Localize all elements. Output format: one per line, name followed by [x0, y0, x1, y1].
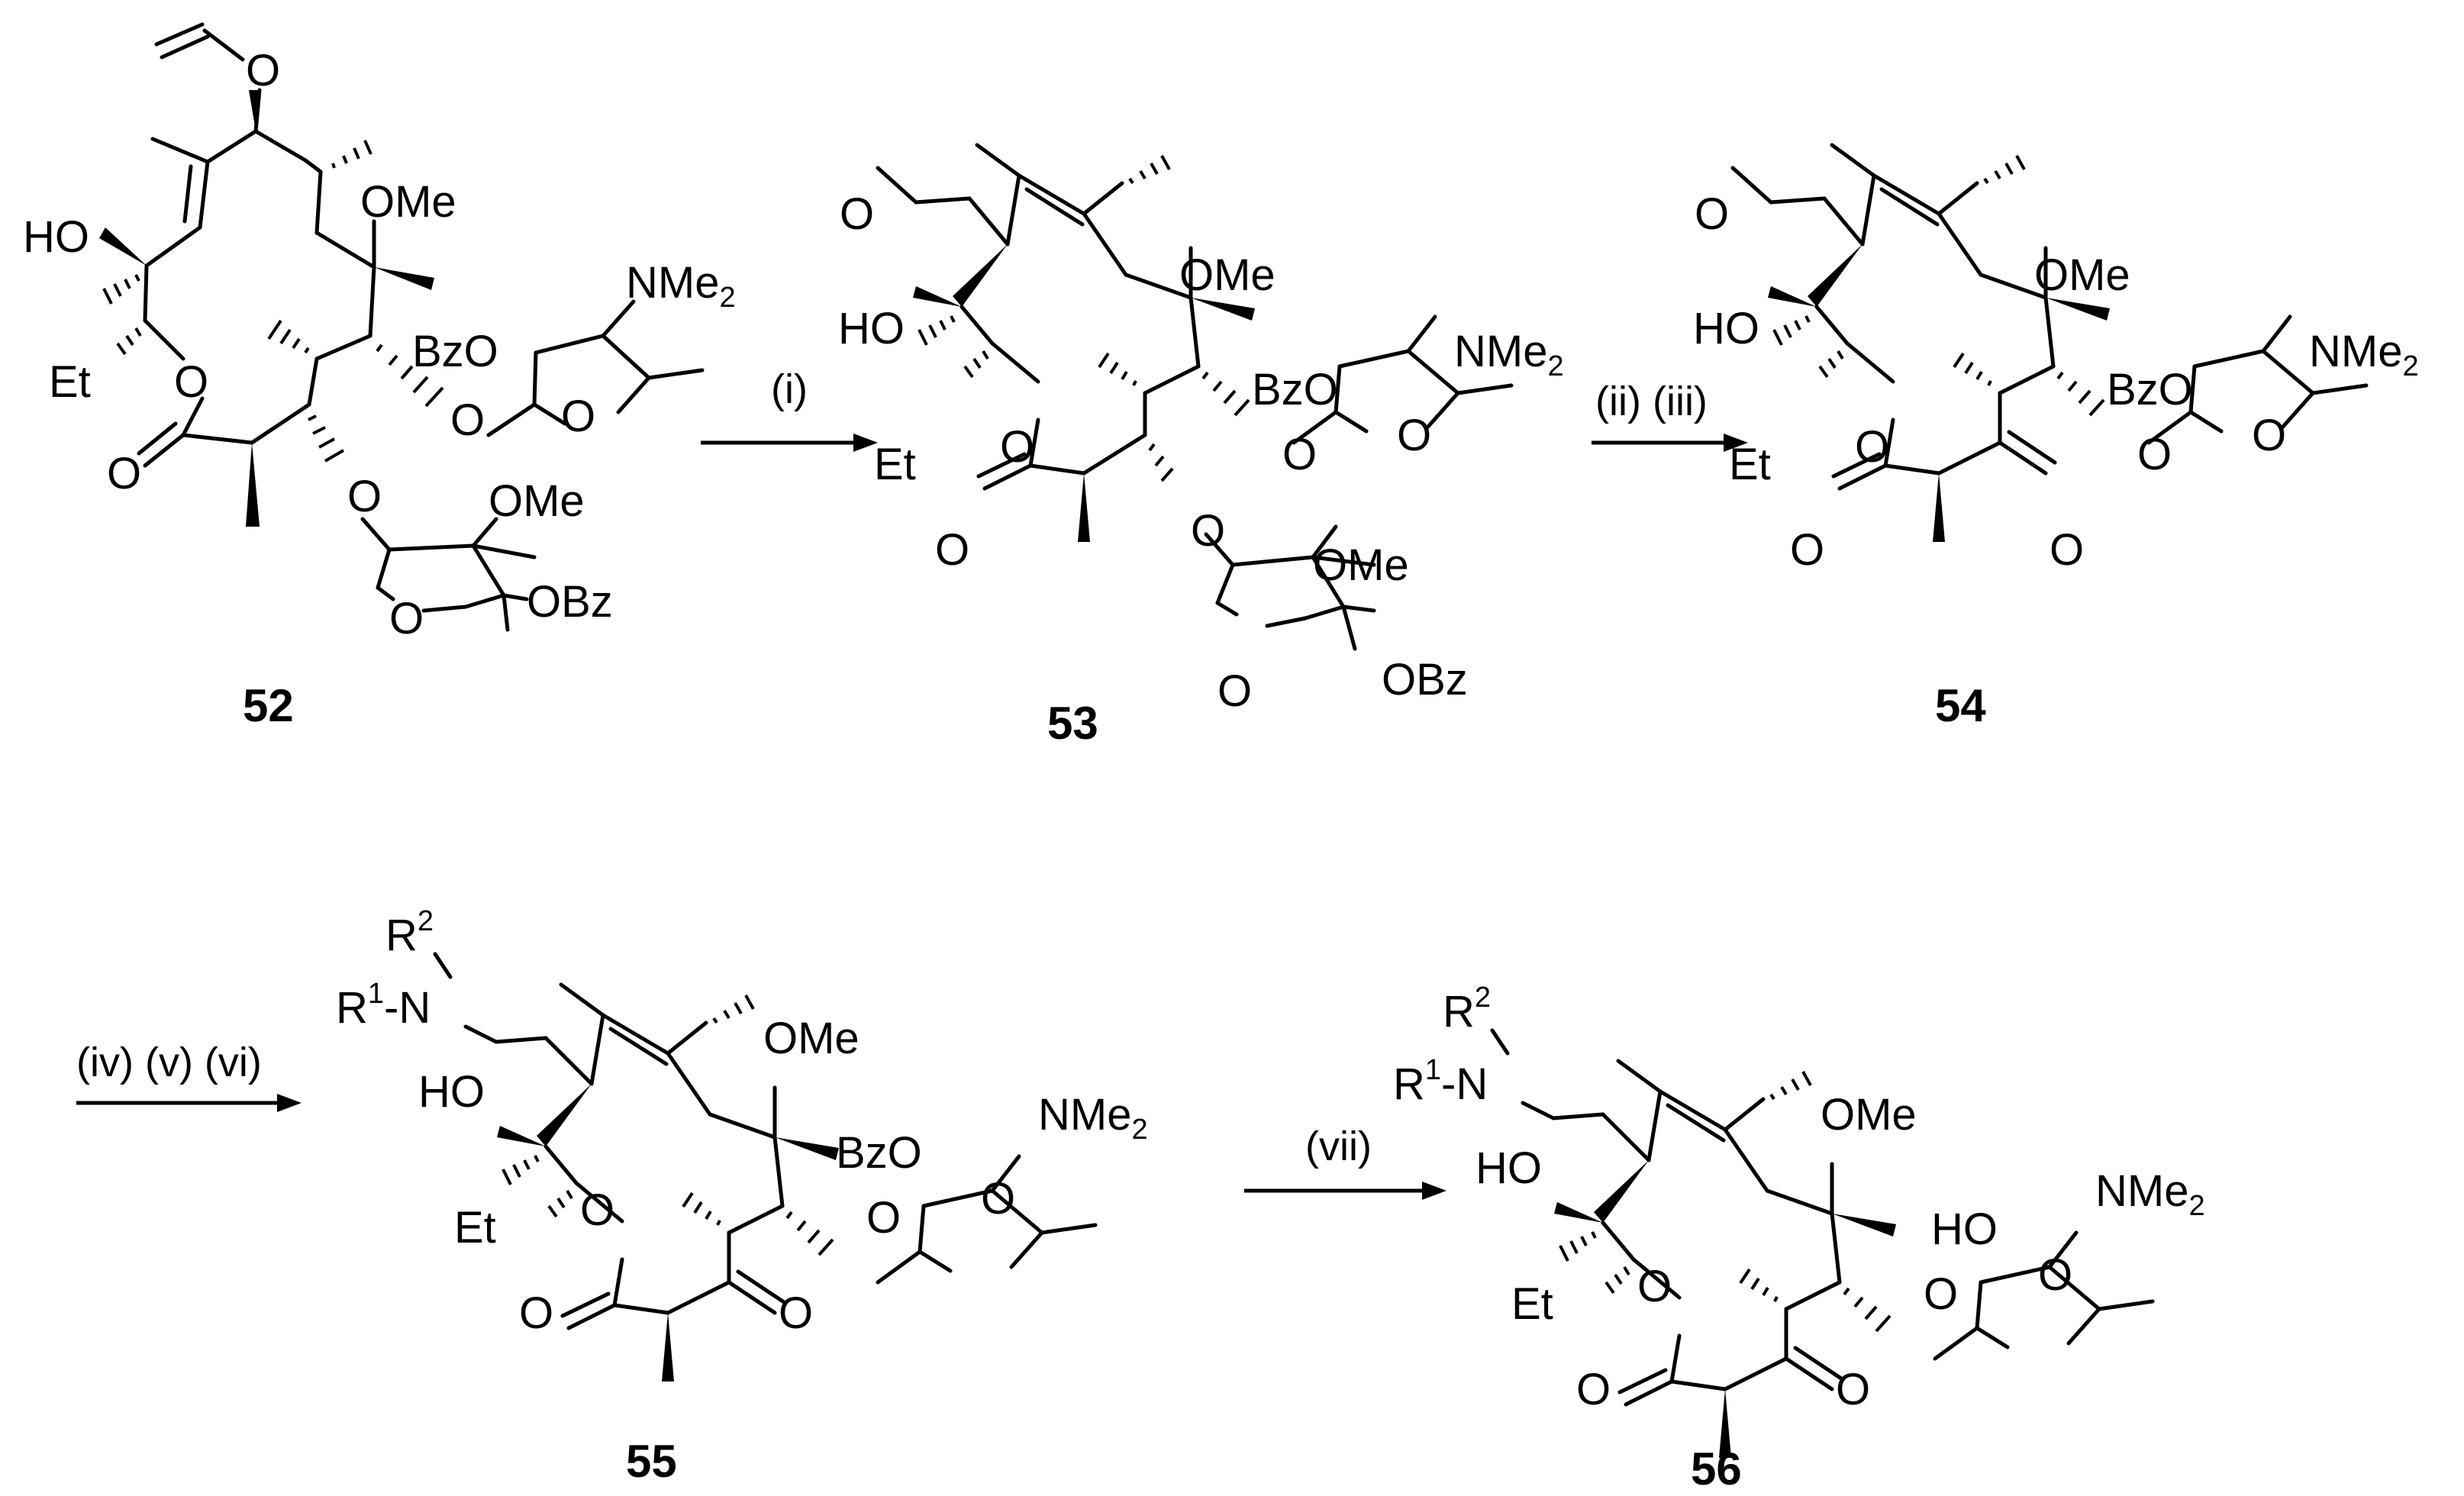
atom-o: O — [347, 472, 382, 521]
atom-o: O — [1924, 1269, 1958, 1319]
atom-o: O — [1397, 411, 1431, 460]
atom-o: O — [107, 449, 141, 498]
atom-o: O — [1695, 189, 1729, 239]
atom-et: Et — [874, 440, 916, 489]
atom-ho: HO — [1931, 1204, 1998, 1254]
atom-bzo: BzO — [836, 1128, 922, 1178]
compound-label-56: 56 — [1691, 1443, 1742, 1494]
atom-bzo: BzO — [412, 327, 498, 376]
atom-et: Et — [454, 1203, 496, 1253]
arrow-step-vii: (vii) — [1244, 1124, 1446, 1200]
atom-o: O — [2050, 525, 2084, 575]
atom-o: O — [935, 525, 969, 575]
atom-o: O — [1790, 525, 1824, 575]
atom-o: O — [840, 189, 874, 239]
compound-label-53: 53 — [1047, 698, 1098, 749]
atom-o: O — [866, 1193, 901, 1243]
compound-52-labels: O OMe HO Et O O NMe2 BzO O O O OMe OBz O — [23, 46, 736, 643]
atom-ome: OMe — [489, 476, 585, 526]
compound-52 — [99, 22, 705, 632]
compound-label-52: 52 — [243, 680, 294, 731]
atom-ho: HO — [418, 1067, 485, 1117]
atom-ho: HO — [1475, 1143, 1542, 1193]
atom-nme: NMe2 — [2309, 327, 2419, 382]
atom-ho: HO — [23, 212, 89, 262]
compound-55 — [433, 952, 1098, 1382]
atom-obz: OBz — [1382, 655, 1468, 704]
atom-o: O — [1576, 1365, 1611, 1414]
atom-o: O — [1217, 666, 1252, 716]
atom-o: O — [1836, 1365, 1870, 1414]
atom-o: O — [1282, 430, 1317, 479]
atom-bzo: BzO — [1252, 365, 1338, 414]
arrow-label-i: (i) — [771, 366, 808, 412]
arrow-step-ii-iii: (ii) (iii) — [1592, 379, 1748, 452]
atom-o: O — [389, 594, 424, 643]
atom-ome: OMe — [1313, 540, 1409, 590]
atom-r1-n: R1-N — [1393, 1054, 1488, 1109]
atom-o: O — [2137, 430, 2172, 479]
arrow-step-iv-v-vi: (iv) (v) (vi) — [76, 1040, 302, 1112]
atom-ome: OMe — [763, 1014, 859, 1063]
atom-o: O — [2038, 1250, 2072, 1300]
atom-o: O — [519, 1288, 553, 1338]
atom-o: O — [2252, 411, 2286, 460]
atom-o: O — [174, 357, 208, 407]
compound-label-55: 55 — [626, 1436, 677, 1487]
atom-o: O — [580, 1185, 614, 1235]
atom-r2: R2 — [1443, 982, 1491, 1037]
compound-53-labels: O OMe HO Et O O NMe2 BzO O O O OMe OBz O — [838, 189, 1564, 716]
atom-nme: NMe2 — [626, 258, 736, 314]
atom-o: O — [450, 395, 485, 445]
atom-o: O — [1191, 506, 1225, 556]
atom-et: Et — [49, 357, 91, 407]
atom-bzo: BzO — [2107, 365, 2193, 414]
atom-ho: HO — [1693, 304, 1759, 353]
atom-r1-n: R1-N — [336, 978, 431, 1033]
compound-55-labels: R2 R1-N OMe HO Et O O O NMe2 BzO O O — [336, 905, 1148, 1338]
compound-label-54: 54 — [1935, 680, 1986, 731]
compound-56-labels: R2 R1-N OMe HO Et O O O NMe2 HO O O — [1393, 982, 2205, 1414]
atom-o: O — [1637, 1262, 1672, 1311]
atom-o: O — [1000, 422, 1034, 472]
atom-nme: NMe2 — [1038, 1090, 1148, 1146]
arrow-label-vii: (vii) — [1305, 1124, 1372, 1169]
arrow-label-iv-v-vi: (iv) (v) (vi) — [76, 1040, 262, 1085]
atom-o: O — [246, 46, 280, 95]
compound-53 — [876, 143, 1514, 651]
atom-ome: OMe — [2034, 250, 2130, 300]
atom-o: O — [1855, 422, 1889, 472]
arrow-label-ii-iii: (ii) (iii) — [1595, 379, 1708, 424]
atom-o: O — [779, 1288, 813, 1338]
atom-ome: OMe — [1179, 250, 1276, 300]
atom-obz: OBz — [527, 577, 613, 627]
arrow-step-i: (i) — [701, 366, 878, 452]
atom-o: O — [561, 392, 595, 441]
atom-o: O — [981, 1174, 1015, 1224]
atom-et: Et — [1511, 1279, 1553, 1329]
atom-nme: NMe2 — [1454, 327, 1564, 382]
atom-ome: OMe — [1821, 1090, 1917, 1140]
atom-ho: HO — [838, 304, 905, 353]
atom-r2: R2 — [385, 905, 434, 960]
atom-ome: OMe — [360, 177, 456, 227]
compound-54 — [1730, 143, 2369, 542]
atom-et: Et — [1729, 440, 1771, 489]
compound-56 — [1490, 1028, 2155, 1458]
compound-54-labels: O OMe HO Et O O O NMe2 BzO O O — [1693, 189, 2419, 575]
atom-nme: NMe2 — [2095, 1166, 2205, 1222]
